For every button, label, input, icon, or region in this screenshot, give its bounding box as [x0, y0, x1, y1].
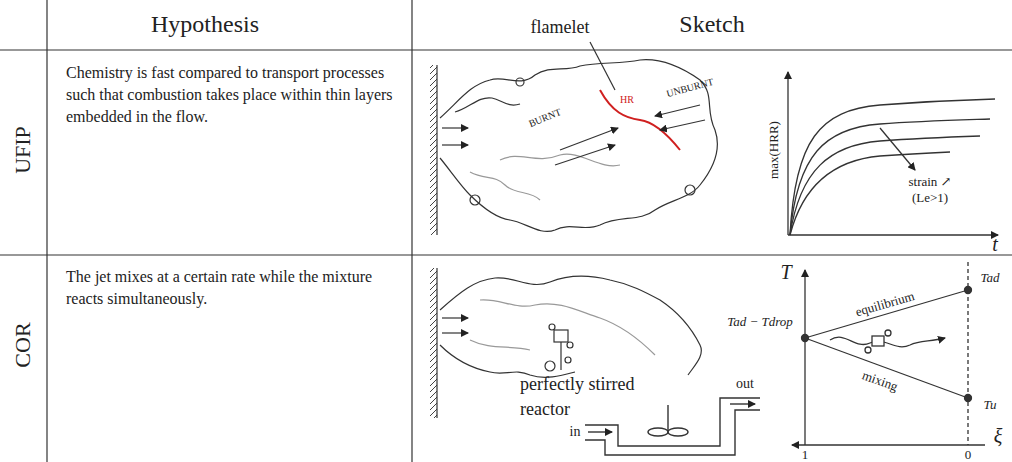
column-header: Sketch: [679, 10, 744, 39]
trend-label: (Le>1): [912, 190, 948, 206]
flow-label: in: [570, 424, 581, 441]
row-header: UFIP: [10, 126, 36, 174]
t-xi-plot: [792, 262, 985, 445]
row-header: COR: [10, 322, 36, 367]
axis-label: t: [992, 232, 998, 256]
region-label: HR: [620, 94, 634, 106]
psr-sketch: [585, 398, 760, 455]
axis-label: ξ: [994, 424, 1003, 448]
tick-label: 1: [802, 447, 809, 462]
sketch-label: perfectly stirred reactor: [520, 372, 680, 422]
column-header: Hypothesis: [151, 10, 259, 39]
tick-label: 0: [965, 447, 972, 462]
line-label: mixing: [860, 367, 900, 394]
flow-label: out: [736, 376, 754, 393]
hypothesis-text: Chemistry is fast compared to transport …: [66, 62, 396, 128]
hypothesis-text: The jet mixes at a certain rate while th…: [66, 266, 396, 310]
value-label: Tad: [980, 270, 999, 286]
axis-label: max(HRR): [766, 121, 782, 179]
hrr-plot: [788, 72, 998, 235]
axis-label: T: [780, 260, 791, 284]
value-label: Tu: [983, 397, 996, 413]
ufip-flame: [430, 42, 717, 235]
sketch-label: flamelet: [531, 17, 590, 39]
region-label: BURNT: [527, 106, 563, 130]
cor-flame: [430, 268, 701, 418]
trend-label: strain ↗: [908, 174, 951, 190]
region-label: UNBURNT: [665, 76, 715, 100]
value-label: Tad − Tdrop: [727, 314, 793, 330]
